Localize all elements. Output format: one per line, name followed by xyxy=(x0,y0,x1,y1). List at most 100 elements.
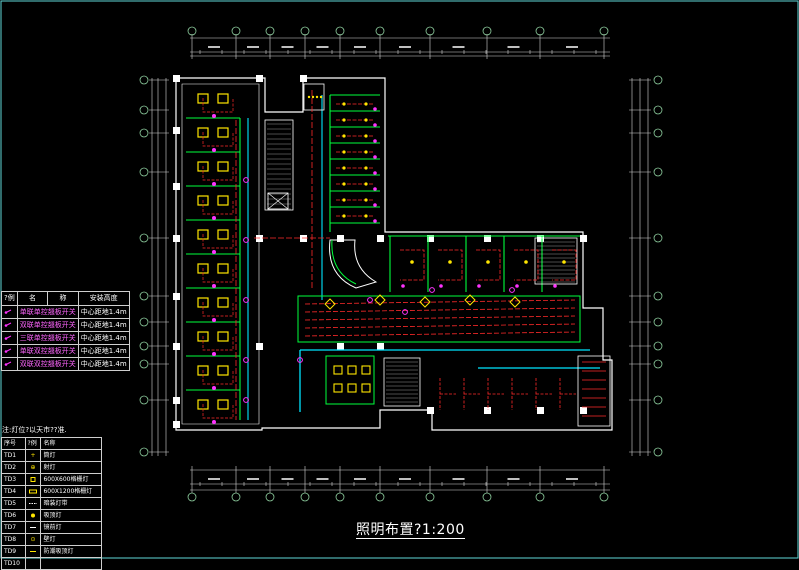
fixture-code: TD9 xyxy=(1,545,26,558)
spotlight xyxy=(324,298,336,310)
lighting-circuit xyxy=(202,370,234,385)
fixture-legend-header-code: 序号 xyxy=(1,437,26,450)
lighting-circuit xyxy=(202,98,234,113)
dimension-lines xyxy=(149,34,651,493)
wall-switch xyxy=(439,284,443,288)
axis-bubble xyxy=(653,447,663,457)
light-strip-icon xyxy=(24,497,42,510)
grille-light xyxy=(333,365,343,375)
spotlight xyxy=(374,294,386,306)
axis-bubble xyxy=(335,492,345,502)
axis-bubble xyxy=(335,26,345,36)
axis-bubble xyxy=(139,395,149,405)
axis-bubble xyxy=(375,492,385,502)
lighting-circuit xyxy=(511,378,528,410)
fixture-code: TD8 xyxy=(1,533,26,546)
fixture-code: TD3 xyxy=(1,473,26,486)
downlight xyxy=(410,260,414,264)
fixture-name: 吸顶灯 xyxy=(40,509,102,522)
fixture-legend-row: TD8 ⊙ 壁灯 xyxy=(1,533,102,546)
grille-light xyxy=(217,229,229,240)
axis-bubble xyxy=(139,167,149,177)
wall-switch xyxy=(373,107,377,111)
wall-switch xyxy=(212,318,216,322)
switch-legend-header-height: 安装高度 xyxy=(77,291,130,306)
wall-switch xyxy=(373,187,377,191)
axis-bubble xyxy=(139,233,149,243)
dimension-text-mark xyxy=(566,46,578,48)
meeting-room xyxy=(325,355,375,405)
downlight xyxy=(342,118,346,122)
axis-bubble xyxy=(139,447,149,457)
spotlight xyxy=(464,294,476,306)
dimension-text-mark xyxy=(316,46,329,48)
fixture-legend-row: TD4 600X1200格栅灯 xyxy=(1,485,102,498)
fixture-legend-row: TD3 600X600格栅灯 xyxy=(1,473,102,486)
grille-light xyxy=(333,383,343,393)
wall-switch xyxy=(477,284,481,288)
switch-legend-height: 中心距地1.4m xyxy=(77,305,130,319)
wall-switch xyxy=(212,386,216,390)
axis-bubble xyxy=(653,359,663,369)
grille-light xyxy=(217,127,229,138)
wall-switch xyxy=(212,114,216,118)
axis-bubble xyxy=(653,75,663,85)
fixture-name: 筒灯 xyxy=(40,449,102,462)
downlight xyxy=(364,150,368,154)
fixture-code: TD2 xyxy=(1,461,26,474)
downlight xyxy=(486,260,490,264)
switch-icon xyxy=(1,331,18,345)
dimension-text-mark xyxy=(507,46,520,48)
structural-column xyxy=(173,235,180,242)
drawing-title: 照明布置?1:200 xyxy=(356,522,465,539)
wall-switch xyxy=(212,420,216,424)
axis-bubbles xyxy=(139,26,663,502)
dimension-text-mark xyxy=(281,46,294,48)
downlight xyxy=(342,102,346,106)
switch-icon xyxy=(1,318,18,332)
fixture-legend-row: TD7 镜前灯 xyxy=(1,521,102,534)
fixture-name: 暗装灯带 xyxy=(40,497,102,510)
fixture-legend-row: TD10 xyxy=(1,557,102,570)
fixture-legend-row: TD6 吸顶灯 xyxy=(1,509,102,522)
structural-column xyxy=(377,235,384,242)
switch-legend-row: 单联单控翘板开关 中心距地1.4m xyxy=(1,305,130,319)
grille-light xyxy=(217,331,229,342)
switch-legend-header-name-2: 称 xyxy=(47,291,79,306)
axis-bubble xyxy=(599,492,609,502)
wall-switch xyxy=(373,203,377,207)
toilet-room xyxy=(303,83,325,111)
switch-legend-height: 中心距地1.4m xyxy=(77,357,130,371)
switch-legend-height: 中心距地1.4m xyxy=(77,318,130,332)
fixture-legend-header-name: 名称 xyxy=(40,437,102,450)
axis-bubble xyxy=(265,26,275,36)
structural-column xyxy=(300,75,307,82)
wall-switch xyxy=(373,123,377,127)
curved-partition xyxy=(331,239,357,285)
switch-legend-name: 单联双控翘板开关 xyxy=(16,344,79,358)
axis-bubble xyxy=(482,492,492,502)
axis-bubble xyxy=(653,105,663,115)
dimension-text-mark xyxy=(354,46,366,48)
fixture-code: TD4 xyxy=(1,485,26,498)
dimension-text-mark xyxy=(452,46,465,48)
downlight xyxy=(342,134,346,138)
lighting-circuit xyxy=(202,132,234,147)
lighting-layer xyxy=(197,90,606,424)
fixture-legend-row: TD1 + 筒灯 xyxy=(1,449,102,462)
dimension-text-mark xyxy=(399,478,411,480)
lighting-circuit xyxy=(400,249,425,281)
wall-switch xyxy=(373,219,377,223)
structural-column xyxy=(484,235,491,242)
switch-legend-height: 中心距地1.4m xyxy=(77,344,130,358)
toilet-room xyxy=(577,355,611,427)
fixture-legend-row: TD2 ⊕ 射灯 xyxy=(1,461,102,474)
dimension-text-mark xyxy=(316,478,329,480)
switch-legend-height: 中心距地1.4m xyxy=(77,331,130,345)
axis-bubble xyxy=(425,492,435,502)
switch-icon xyxy=(1,357,18,371)
fixture-legend-header: 序号 ?例 名称 xyxy=(1,437,102,450)
floor-plan xyxy=(173,75,613,431)
structural-column xyxy=(173,183,180,190)
